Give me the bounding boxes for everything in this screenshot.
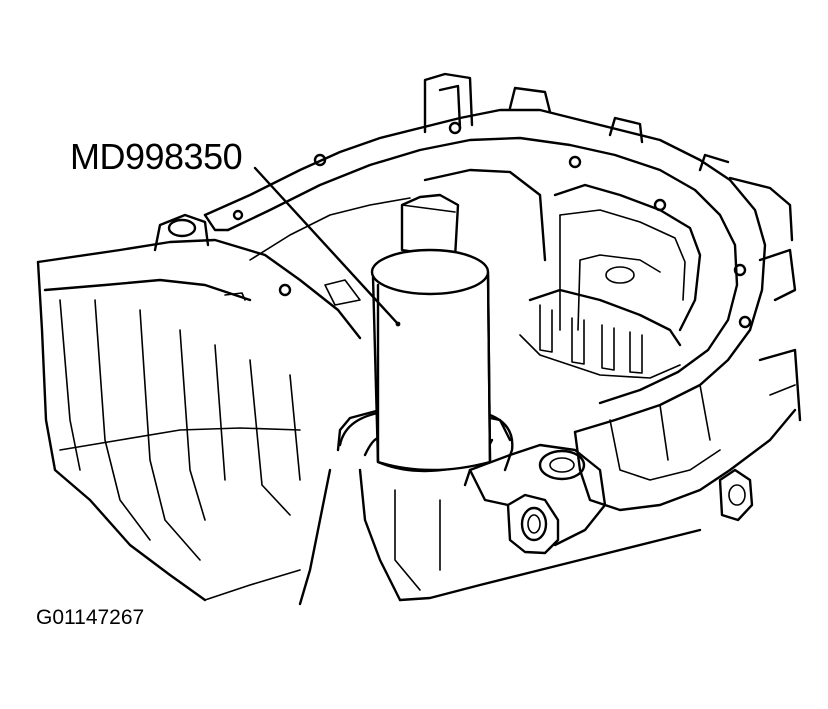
figure-id-label: G01147267 — [36, 606, 145, 629]
case-flange — [203, 108, 767, 434]
upper-bosses — [423, 72, 797, 302]
internal-gear — [519, 183, 702, 379]
tool-callout-label: MD998350 — [70, 136, 243, 177]
left-housing — [36, 213, 362, 602]
tool-leader-line — [253, 166, 400, 326]
input-shaft — [324, 168, 547, 306]
special-tool-cylinder — [370, 248, 492, 472]
drain-port — [463, 443, 607, 555]
